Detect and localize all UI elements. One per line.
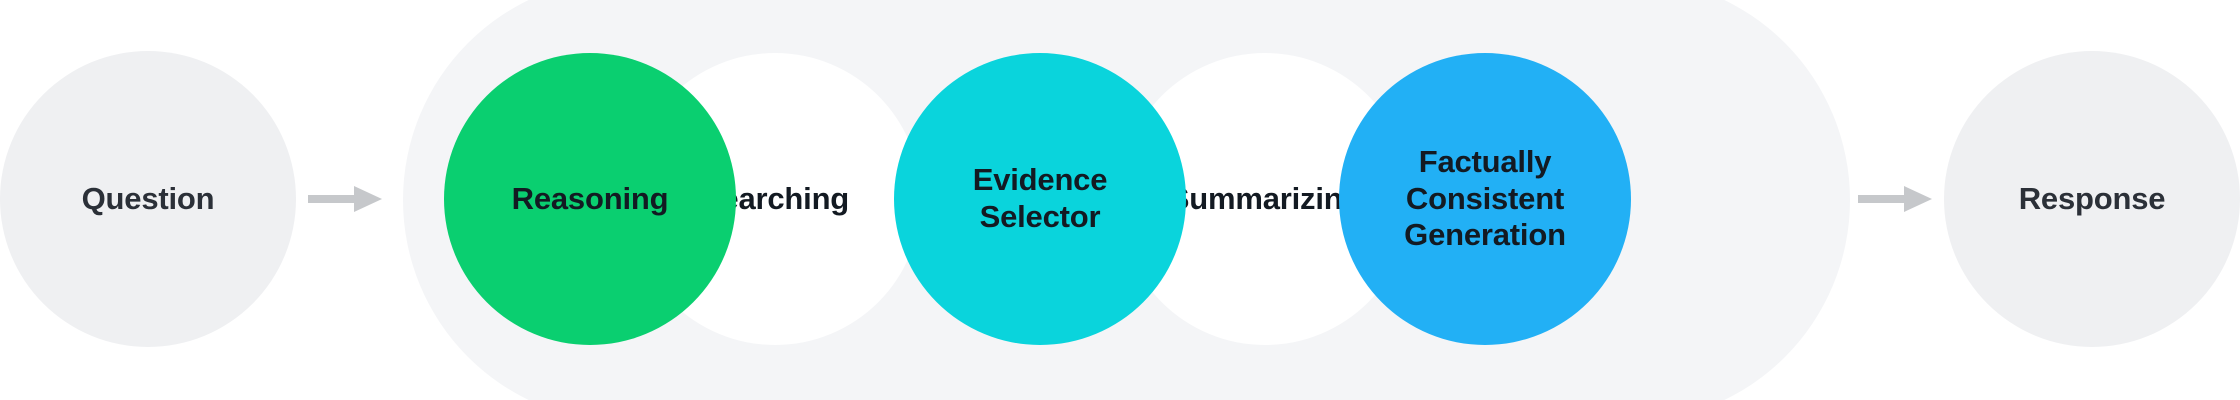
node-factually-consistent-generation[interactable]: Factually Consistent Generation bbox=[1339, 53, 1631, 345]
node-response-label: Response bbox=[2018, 180, 2166, 216]
node-response[interactable]: Response bbox=[1944, 51, 2240, 347]
arrow-right-icon bbox=[308, 185, 382, 213]
node-factually-consistent-generation-label: Factually Consistent Generation bbox=[1404, 144, 1566, 253]
node-question-label: Question bbox=[81, 180, 215, 216]
node-evidence-selector-label: Evidence Selector bbox=[972, 162, 1108, 234]
node-evidence-selector[interactable]: Evidence Selector bbox=[894, 53, 1186, 345]
node-reasoning-label: Reasoning bbox=[511, 180, 669, 216]
node-summarizing-label: Summarizing bbox=[1168, 180, 1362, 216]
node-reasoning[interactable]: Reasoning bbox=[444, 53, 736, 345]
node-question[interactable]: Question bbox=[0, 51, 296, 347]
arrow-right-icon bbox=[1858, 185, 1932, 213]
